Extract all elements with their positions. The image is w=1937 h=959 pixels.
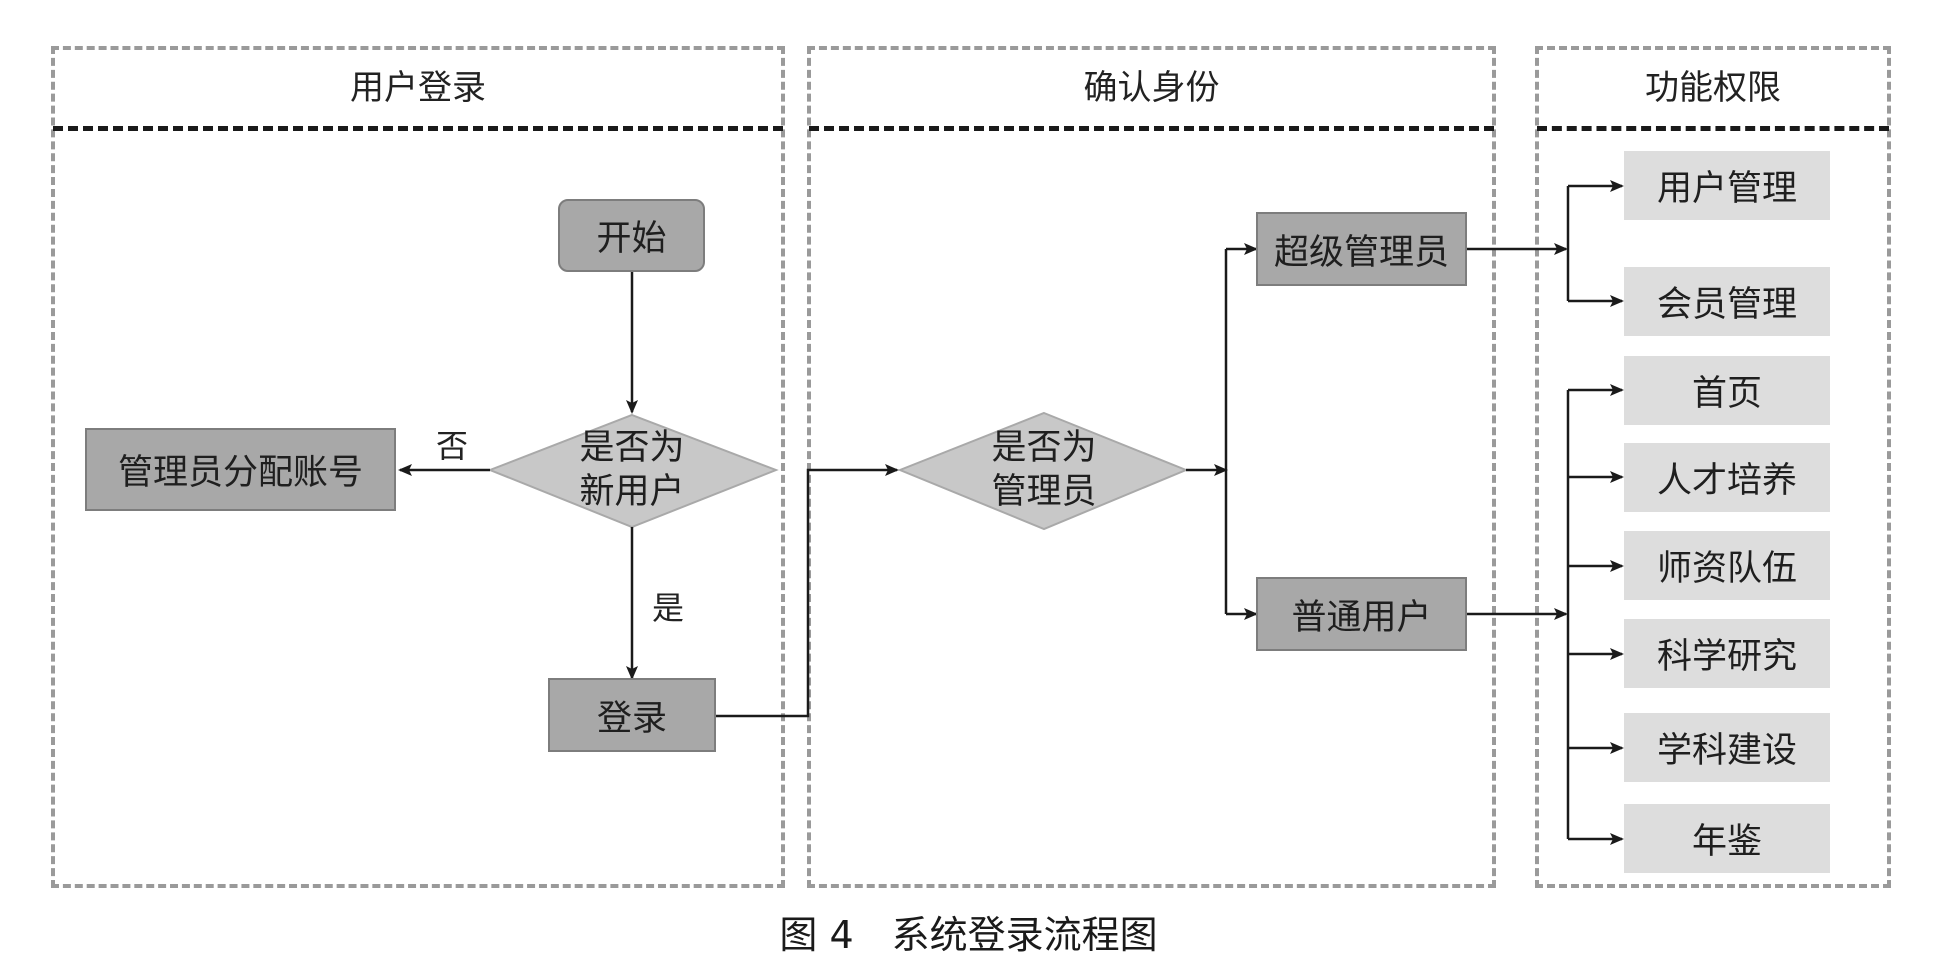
edge-login-to-admin-check: [716, 464, 899, 718]
perm-faculty: 师资队伍: [1624, 531, 1830, 600]
decision-line: 是否为: [579, 428, 685, 468]
lane-title: 用户登录: [350, 68, 486, 108]
perm-discipline-construction: 学科建设: [1624, 713, 1830, 782]
figure-caption: 图 4 系统登录流程图: [779, 913, 1158, 957]
decision-line: 新用户: [579, 472, 685, 512]
decision-line: 是否为: [991, 428, 1097, 468]
perm-talent-cultivation: 人才培养: [1624, 443, 1830, 512]
lane-title: 功能权限: [1645, 68, 1781, 108]
lane-user-login: 用户登录: [51, 46, 785, 888]
login-node: 登录: [548, 678, 716, 752]
perm-user-management: 用户管理: [1624, 151, 1830, 220]
lane-divider: [809, 126, 1494, 131]
lane-divider: [53, 126, 783, 131]
decision-new-user: 是否为 新用户: [520, 425, 744, 515]
decision-admin-shape: [897, 411, 1189, 531]
start-node: 开始: [558, 199, 705, 272]
lane-divider: [1537, 126, 1889, 131]
normal-user-node: 普通用户: [1256, 577, 1467, 651]
edge-label-no: 否: [436, 427, 469, 465]
edge-label-yes: 是: [652, 589, 685, 627]
admin-assign-account-node: 管理员分配账号: [85, 428, 396, 511]
perm-member-management: 会员管理: [1624, 267, 1830, 336]
decision-line: 管理员: [991, 472, 1097, 512]
super-admin-node: 超级管理员: [1256, 212, 1467, 286]
decision-admin: 是否为 管理员: [930, 425, 1158, 515]
lane-function-permissions: 功能权限: [1535, 46, 1891, 888]
lane-title: 确认身份: [1083, 68, 1220, 108]
perm-yearbook: 年鉴: [1624, 804, 1830, 873]
perm-research: 科学研究: [1624, 619, 1830, 688]
perm-home: 首页: [1624, 356, 1830, 425]
lane-confirm-identity: 确认身份: [807, 46, 1496, 888]
